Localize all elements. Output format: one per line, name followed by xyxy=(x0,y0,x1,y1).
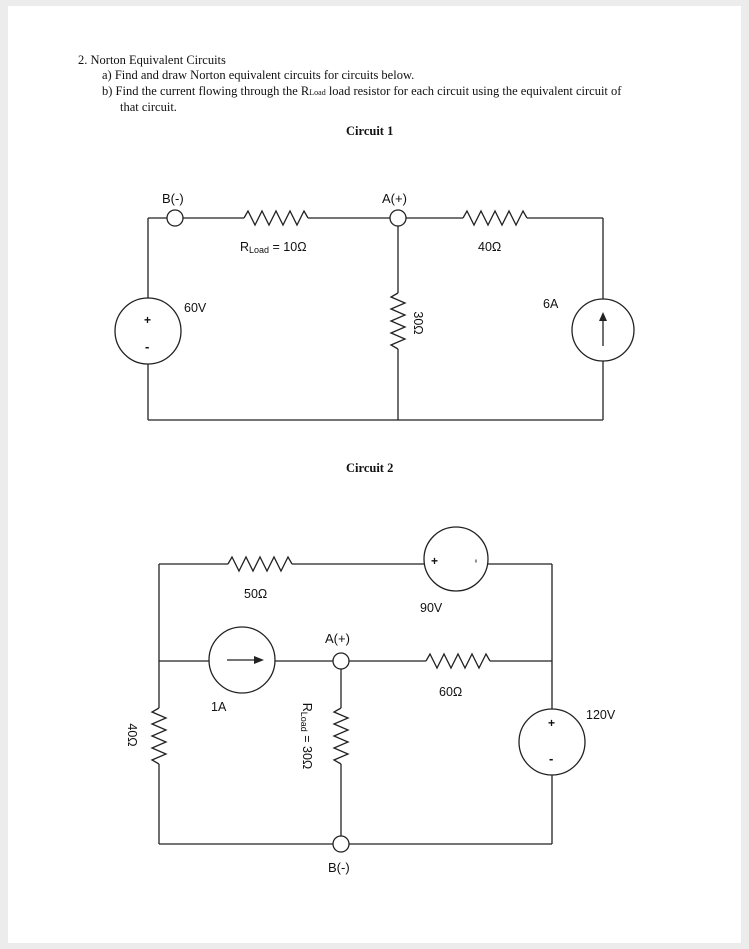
c2-rload-label: RLoad = 30Ω xyxy=(299,703,314,770)
c2-i1-label: 1A xyxy=(211,700,227,714)
question-part-b: b) Find the current flowing through the … xyxy=(102,84,621,99)
circuit2-title: Circuit 2 xyxy=(346,461,394,475)
c2-v120-label: 120V xyxy=(586,708,616,722)
c1-minus-sign: - xyxy=(145,339,149,354)
c2-r40-resistor xyxy=(150,707,168,765)
document-page: 2. Norton Equivalent Circuits a) Find an… xyxy=(8,6,741,943)
c1-rload-label: RLoad = 10Ω xyxy=(240,240,307,255)
c1-terminal-b xyxy=(166,209,184,227)
c2-v120-plus-sign: + xyxy=(548,716,555,730)
c2-right-arrow-icon xyxy=(254,656,264,664)
circuit2-diagram: 50Ω + - 90V A(+) 60Ω 1A RLoad = 30Ω 120V… xyxy=(125,526,616,875)
c2-node-b-label: B(-) xyxy=(328,860,350,875)
c2-r50-label: 50Ω xyxy=(244,587,267,601)
c1-plus-sign: + xyxy=(144,313,151,327)
c2-v120-minus-sign: - xyxy=(549,751,553,766)
c2-r50-resistor xyxy=(227,555,293,573)
c1-r40-resistor xyxy=(462,209,528,227)
c2-node-a-label: A(+) xyxy=(325,631,350,646)
c1-r30-resistor xyxy=(389,292,407,350)
c1-r40-label: 40Ω xyxy=(478,240,501,254)
c1-voltage-source xyxy=(114,297,182,365)
c1-node-b-label: B(-) xyxy=(162,191,184,206)
part-b-subscript: Load xyxy=(309,88,326,97)
question-part-b-line2: that circuit. xyxy=(120,100,177,114)
circuit1-diagram: B(-) A(+) RLoad = 10Ω 40Ω 30Ω 60V 6A + - xyxy=(114,191,635,421)
c1-i6-label: 6A xyxy=(543,297,559,311)
c2-v90-minus-sign: - xyxy=(470,559,484,563)
c2-rload-resistor xyxy=(332,707,350,765)
c2-terminal-a xyxy=(332,652,350,670)
c1-rload-resistor xyxy=(243,209,309,227)
c1-terminal-a xyxy=(389,209,407,227)
c1-v60-label: 60V xyxy=(184,301,207,315)
part-b-prefix: b) Find the current flowing through the … xyxy=(102,84,310,98)
c1-up-arrow-icon xyxy=(599,312,607,321)
part-b-suffix: load resistor for each circuit using the… xyxy=(325,84,622,98)
question-heading: 2. Norton Equivalent Circuits xyxy=(78,53,226,67)
c2-r40-label: 40Ω xyxy=(125,723,139,746)
question-part-a: a) Find and draw Norton equivalent circu… xyxy=(102,68,415,82)
c1-node-a-label: A(+) xyxy=(382,191,407,206)
circuit1-title: Circuit 1 xyxy=(346,124,394,138)
c2-v90-plus-sign: + xyxy=(431,554,438,568)
c2-voltage-source-120v xyxy=(518,708,586,776)
c2-v90-label: 90V xyxy=(420,601,443,615)
c2-voltage-source-90v xyxy=(423,526,489,592)
c2-r60-label: 60Ω xyxy=(439,685,462,699)
c2-r60-resistor xyxy=(425,652,491,670)
c2-terminal-b xyxy=(332,835,350,853)
c1-r30-label: 30Ω xyxy=(411,311,425,334)
